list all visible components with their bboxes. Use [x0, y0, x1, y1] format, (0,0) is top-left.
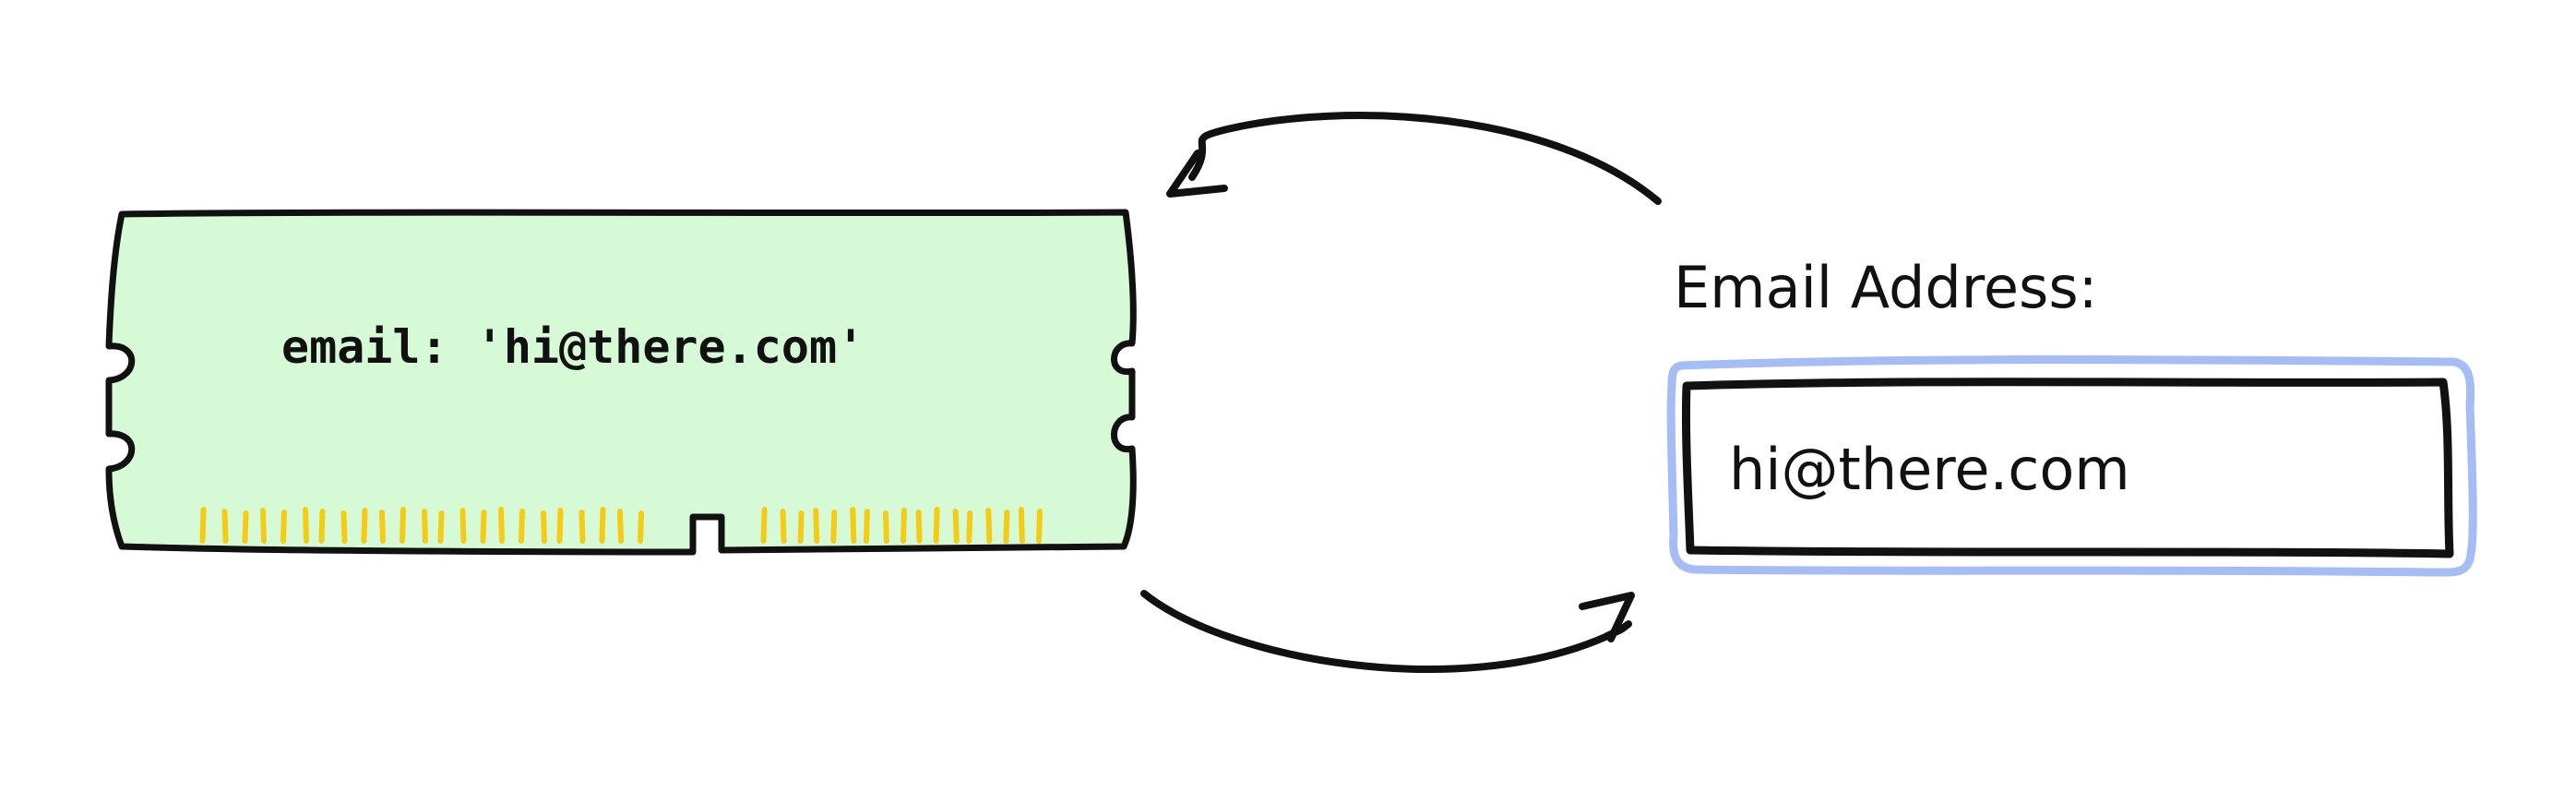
chip-pin — [437, 510, 445, 544]
chip-pin — [617, 509, 624, 544]
chip-pin — [422, 509, 428, 544]
email-form: Email Address: hi@there.com — [1666, 254, 2477, 577]
chip-pin — [599, 507, 606, 544]
chip-pin — [1036, 509, 1043, 544]
chip-pin — [1003, 510, 1010, 544]
chip-pin — [459, 508, 467, 544]
chip-pin — [340, 510, 348, 544]
chip-pin — [952, 509, 960, 544]
chip-pin — [361, 508, 368, 544]
chip-pin — [760, 507, 768, 544]
chip-pin — [303, 507, 309, 544]
chip-pin — [915, 510, 923, 544]
chip-pin — [221, 509, 229, 544]
chip-pin — [780, 509, 787, 544]
chip-pin — [498, 507, 505, 544]
chip-pin — [966, 510, 973, 544]
email-input-value: hi@there.com — [1729, 436, 2130, 503]
chip-pin — [480, 510, 487, 544]
chip-pin — [1018, 507, 1025, 544]
email-input[interactable] — [1681, 378, 2454, 558]
arrow-head-left-icon — [1166, 150, 1228, 198]
chip-pin — [242, 510, 249, 544]
chip-pin — [379, 510, 386, 544]
chip-pin — [578, 510, 586, 544]
chip-pin — [863, 509, 870, 544]
arrow-head-right-icon — [1579, 592, 1635, 642]
arrow-state-to-input — [1140, 590, 1635, 673]
chip-pin — [260, 508, 267, 544]
chip-pin — [900, 508, 907, 544]
chip-pin — [813, 508, 820, 544]
email-label: Email Address: — [1674, 254, 2098, 321]
state-chip-body — [105, 209, 1137, 556]
chip-pin — [199, 507, 207, 544]
chip-pin — [519, 509, 525, 544]
chip-pin — [541, 510, 547, 544]
arrow-input-to-state — [1166, 112, 1662, 205]
chip-pin — [830, 510, 838, 544]
chip-pin — [882, 510, 889, 544]
chip-pin — [985, 508, 993, 544]
chip-pin — [933, 507, 940, 544]
state-chip-pins — [199, 507, 1043, 544]
chip-pin — [318, 509, 326, 544]
state-chip: email: 'hi@there.com' — [105, 209, 1137, 556]
chip-pin — [638, 510, 644, 544]
state-text: email: 'hi@there.com' — [281, 320, 865, 374]
chip-pin — [797, 510, 805, 544]
chip-pin — [556, 508, 564, 544]
chip-pin — [400, 507, 406, 544]
chip-pin — [280, 510, 287, 544]
focus-ring — [1666, 355, 2477, 577]
